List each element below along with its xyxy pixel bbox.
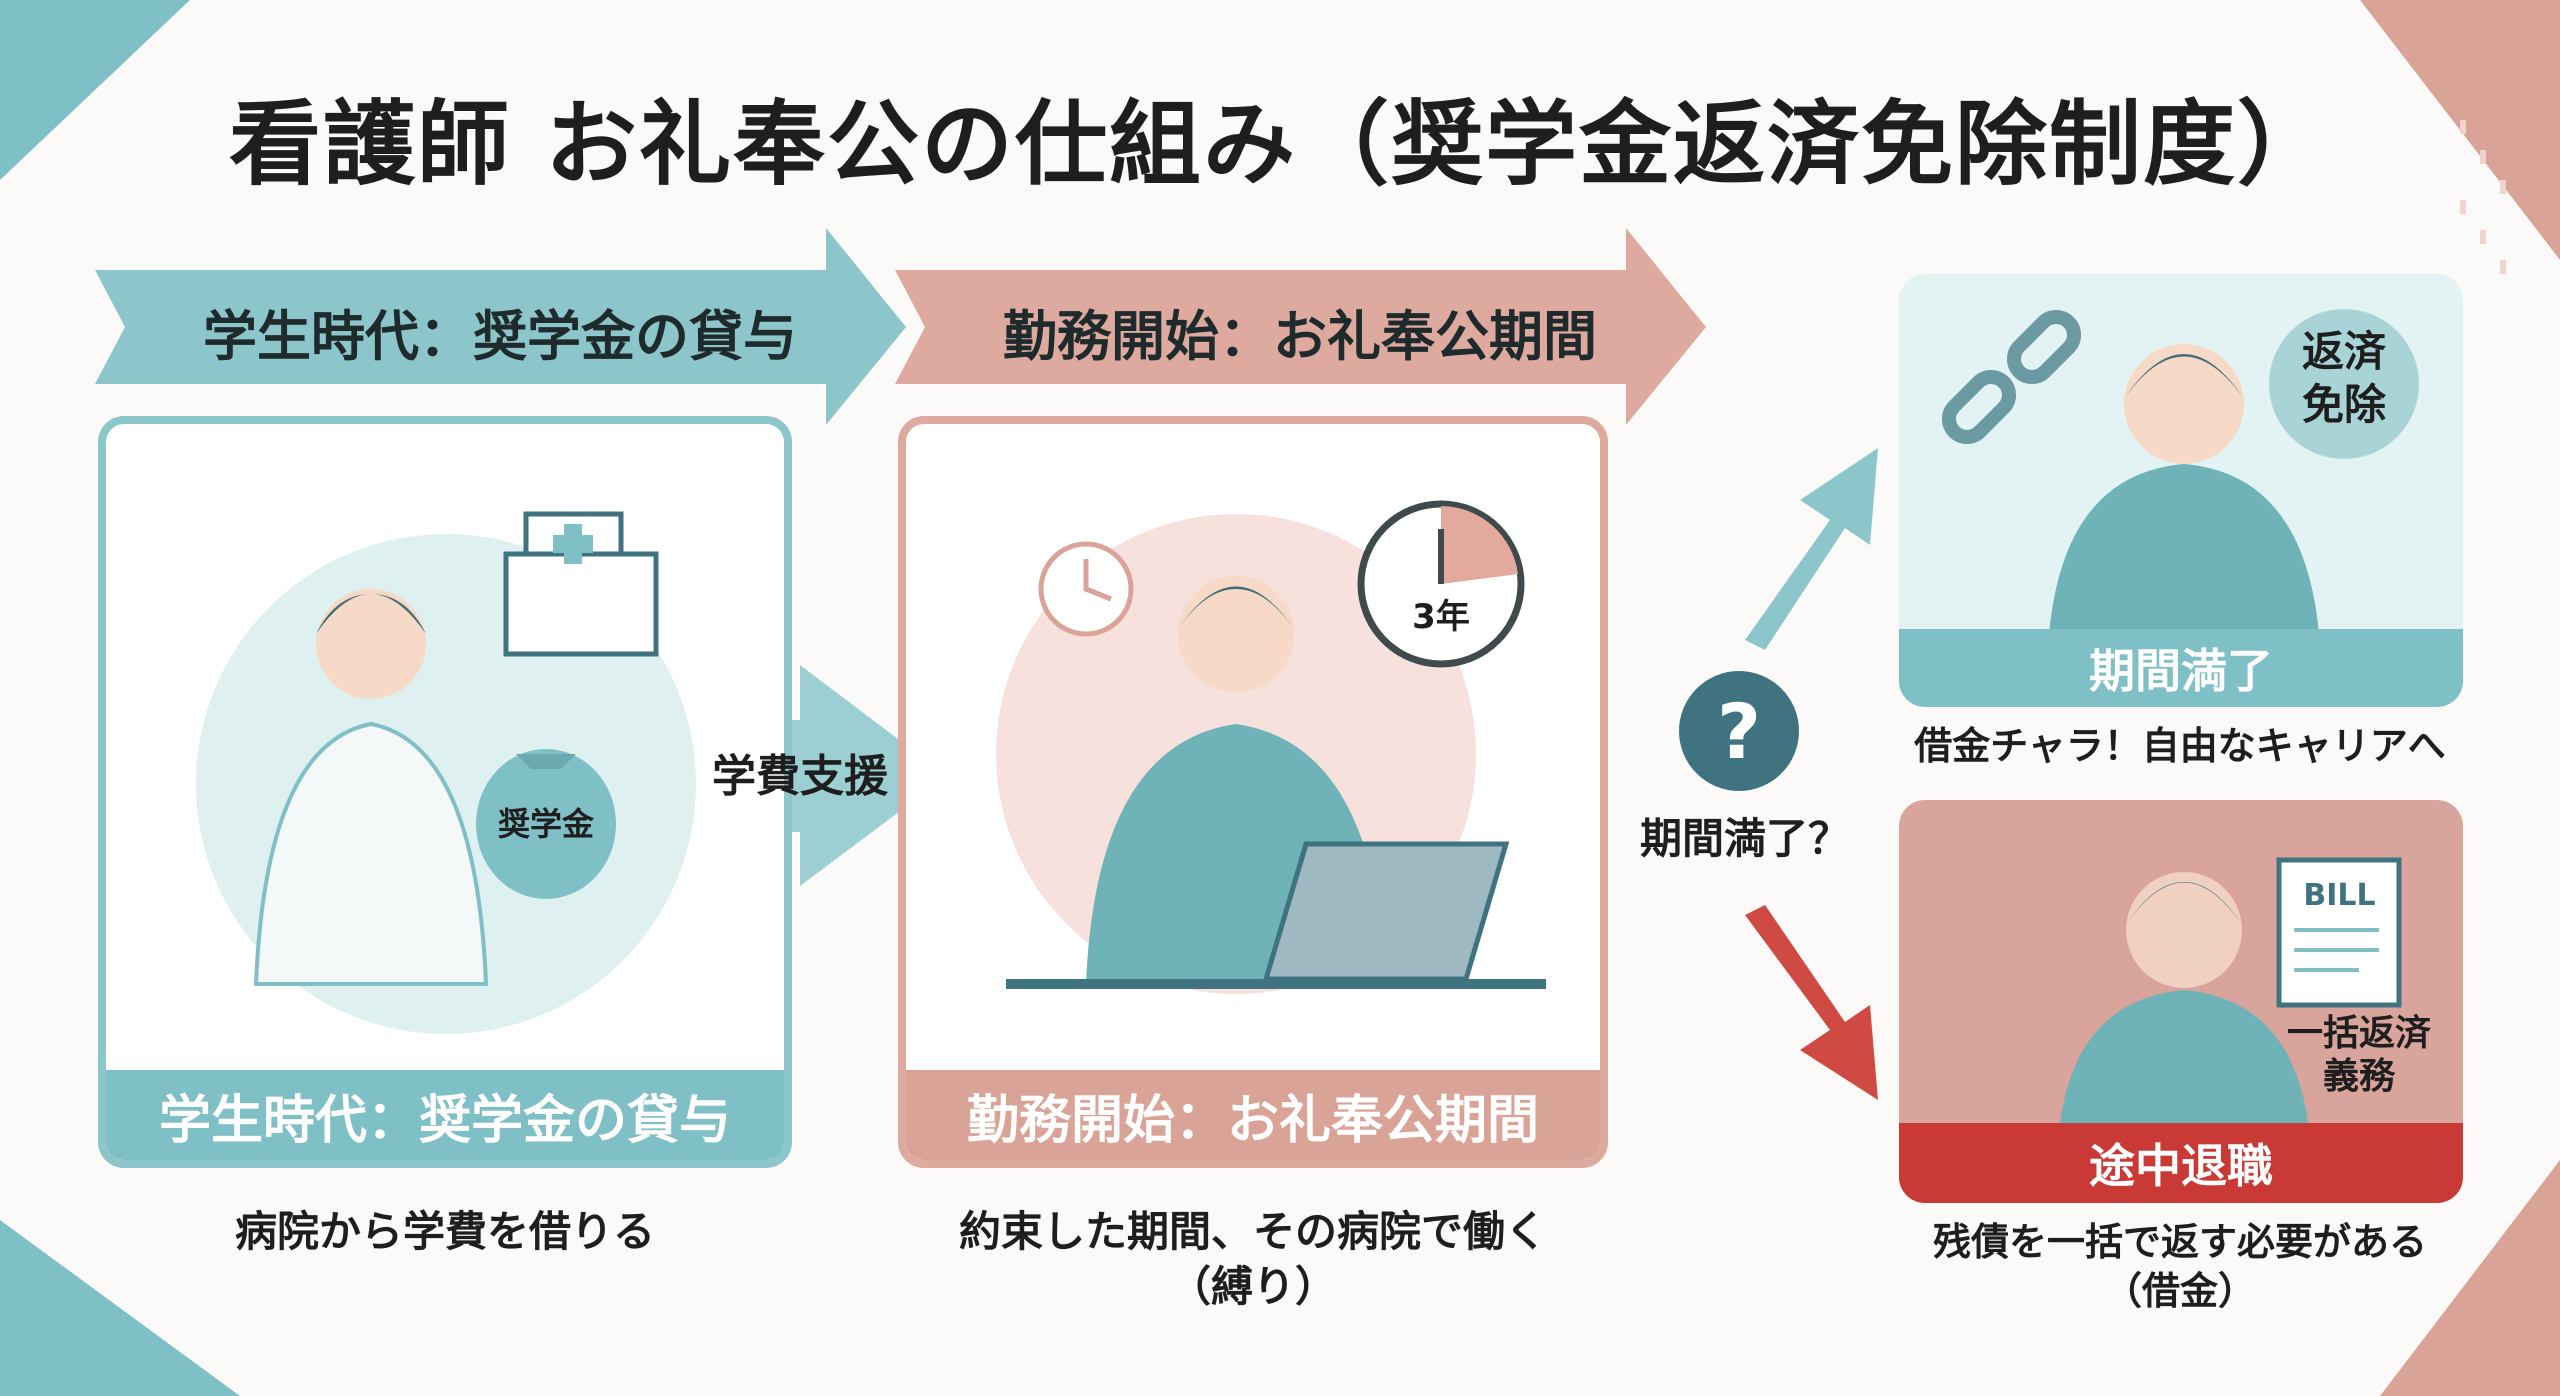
step2-caption-line2: （縛り） [1168, 1261, 1337, 1311]
decision-label: 期間満了？ [1639, 814, 1850, 863]
outcome-complete-caption: 借金チャラ！自由なキャリアへ [1914, 724, 2446, 768]
page-title: 看護師 お礼奉公の仕組み（奨学金返済免除制度） [228, 91, 2332, 198]
scholarship-bag-label: 奨学金 [497, 805, 594, 843]
support-arrow-label: 学費支援 [712, 751, 888, 802]
lump-sum-note: 一括返済 義務 [2269, 1012, 2449, 1098]
note-line1: 一括返済 [2286, 1013, 2431, 1054]
bill-label: BILL [2303, 878, 2376, 913]
step2-caption-line1: 約束した期間、その病院で働く [958, 1207, 1547, 1256]
outcome-quit-caption-line1: 残債を一括で返す必要がある [1932, 1220, 2427, 1264]
clock-label: 3年 [1412, 597, 1470, 637]
wall-clock-icon [1038, 541, 1134, 637]
happy-nurse-illustration [1941, 309, 2419, 634]
note-line2: 義務 [2322, 1056, 2395, 1098]
hospital-icon [503, 511, 659, 657]
exemption-speech-bubble: 返済 免除 [2269, 326, 2419, 431]
outcome-complete-band: 期間満了 [1899, 629, 2463, 707]
step1-card: 奨学金 学生時代：奨学金の貸与 [98, 416, 792, 1168]
step1-caption: 病院から学費を借りる [234, 1207, 655, 1256]
bubble-line1: 返済 [2301, 327, 2386, 376]
outcome-quit-caption: 残債を一括で返す必要がある （借金） [1870, 1218, 2490, 1317]
outcome-quit-caption-line2: （借金） [2103, 1269, 2256, 1314]
outcome-complete-card: 返済 免除 期間満了 [1899, 274, 2463, 707]
step1-banner: 学生時代：奨学金の貸与 [203, 305, 797, 368]
worried-nurse-illustration [2059, 857, 2402, 1130]
step2-card: 3年 勤務開始：お礼奉公期間 [898, 416, 1608, 1168]
nurse-student-illustration [196, 511, 696, 1034]
step2-caption: 約束した期間、その病院で働く （縛り） [898, 1205, 1608, 1314]
three-year-clock-icon [1357, 500, 1525, 668]
step2-banner: 勤務開始：お礼奉公期間 [1003, 305, 1597, 368]
bill-document-icon [2276, 857, 2402, 1008]
step2-label-band: 勤務開始：お礼奉公期間 [906, 1070, 1600, 1160]
working-nurse-illustration [996, 500, 1546, 994]
step1-label-band: 学生時代：奨学金の貸与 [106, 1070, 784, 1160]
bubble-line2: 免除 [2301, 379, 2386, 429]
broken-chain-icon [1941, 309, 2082, 445]
outcome-quit-band: 途中退職 [1899, 1123, 2463, 1203]
outcome-quit-card: BILL 一括返済 義務 途中退職 [1899, 800, 2463, 1203]
question-icon: ? [1679, 671, 1799, 791]
